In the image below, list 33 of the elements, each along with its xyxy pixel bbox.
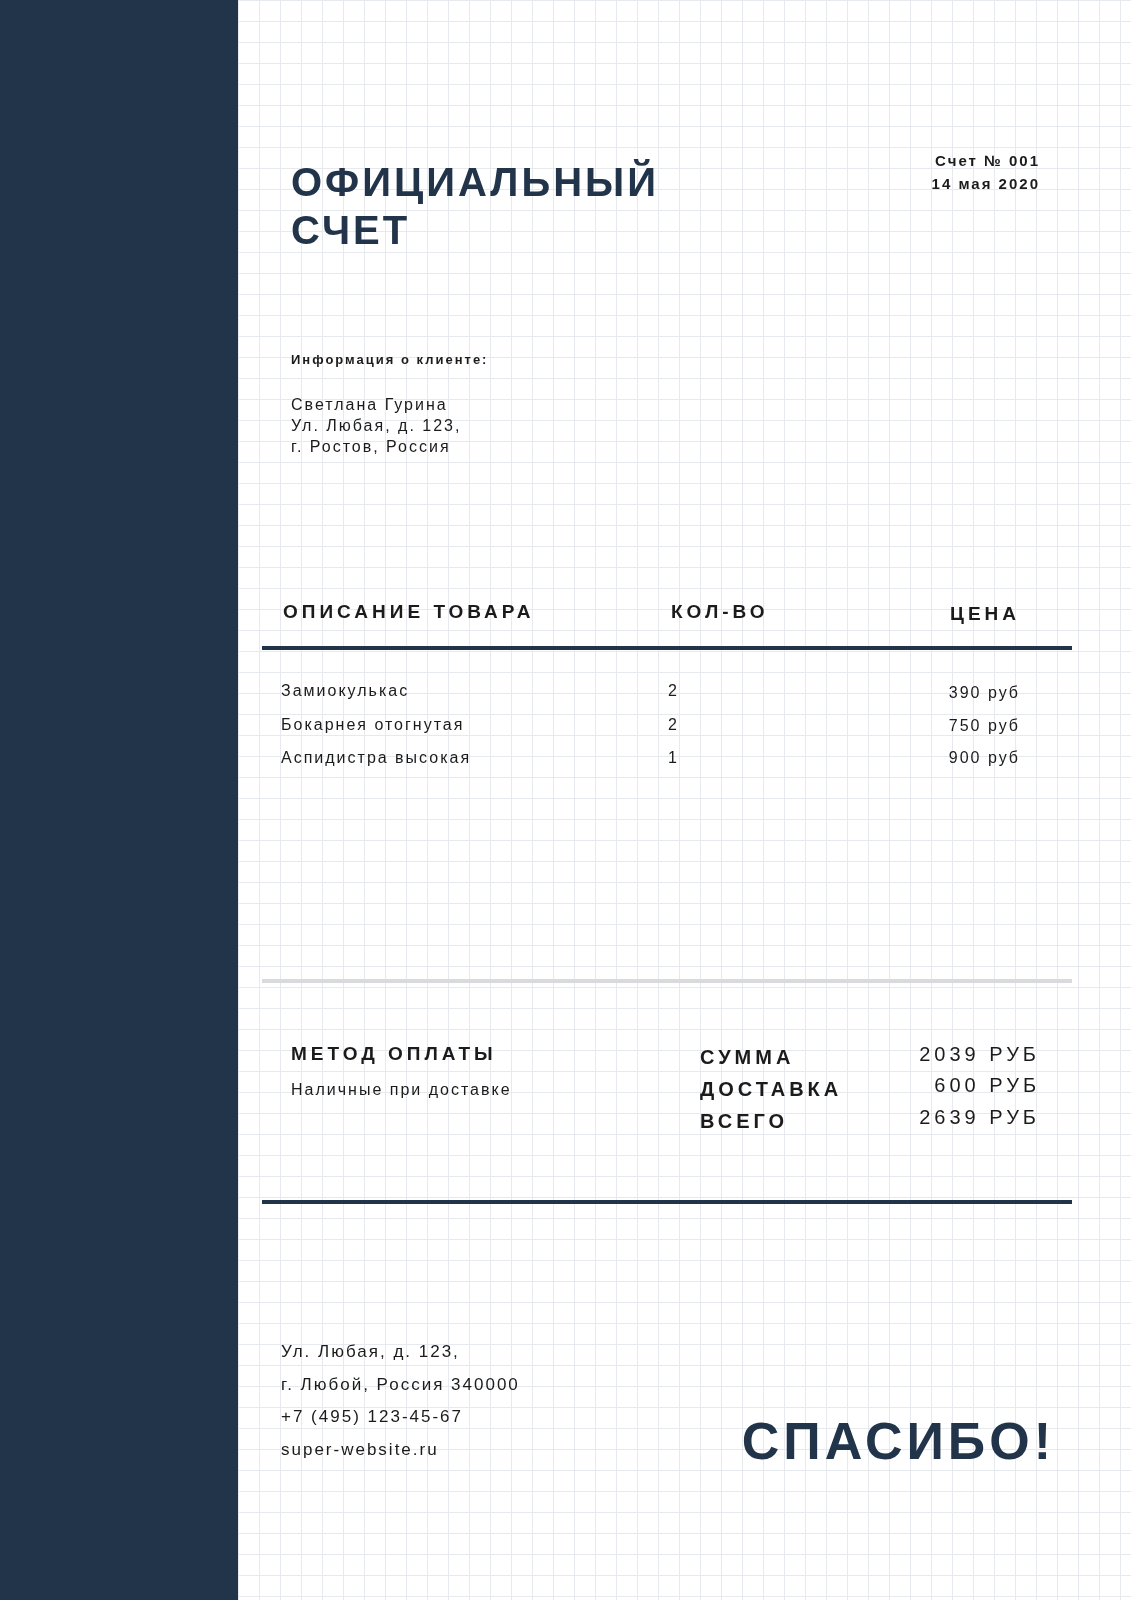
contact-line: super-website.ru xyxy=(281,1440,439,1461)
invoice-date: 14 мая 2020 xyxy=(931,175,1040,193)
section-heading: Информация о клиенте: xyxy=(291,352,489,368)
item-name: Аспидистра высокая xyxy=(281,748,472,768)
total-value: 600 РУБ xyxy=(934,1073,1040,1097)
item-price: 900 руб xyxy=(948,748,1020,768)
item-quantity: 1 xyxy=(668,748,679,768)
item-name: Бокарнея отогнутая xyxy=(281,715,465,735)
item-name: Замиокулькас xyxy=(281,681,410,701)
contact-line: г. Любой, Россия 340000 xyxy=(281,1375,520,1396)
total-label: ВСЕГО xyxy=(700,1109,789,1133)
item-quantity: 2 xyxy=(668,681,679,701)
thank-you-heading: СПАСИБО! xyxy=(741,1411,1055,1472)
contact-line: +7 (495) 123-45-67 xyxy=(281,1407,464,1428)
payment-method: Наличные при доставке xyxy=(291,1080,512,1100)
total-label: СУММА xyxy=(700,1045,795,1069)
invoice-title: ОФИЦИАЛЬНЫЙ СЧЕТ xyxy=(291,158,660,254)
total-value: 2639 РУБ xyxy=(919,1105,1040,1129)
item-price: 750 руб xyxy=(948,716,1020,736)
client-detail: г. Ростов, Россия xyxy=(291,437,451,457)
column-header: ОПИСАНИЕ ТОВАРА xyxy=(283,601,535,624)
client-detail: Светлана Гурина xyxy=(291,395,448,415)
item-price: 390 руб xyxy=(948,683,1020,703)
sidebar-band xyxy=(0,0,238,1600)
total-label: ДОСТАВКА xyxy=(700,1077,843,1101)
contact-line: Ул. Любая, д. 123, xyxy=(281,1342,460,1363)
item-quantity: 2 xyxy=(668,715,679,735)
section-heading: МЕТОД ОПЛАТЫ xyxy=(291,1043,497,1066)
invoice-number: Счет № 001 xyxy=(935,152,1040,170)
total-value: 2039 РУБ xyxy=(919,1042,1040,1066)
client-detail: Ул. Любая, д. 123, xyxy=(291,416,462,436)
column-header: КОЛ-ВО xyxy=(671,601,769,624)
column-header: ЦЕНА xyxy=(950,603,1020,626)
